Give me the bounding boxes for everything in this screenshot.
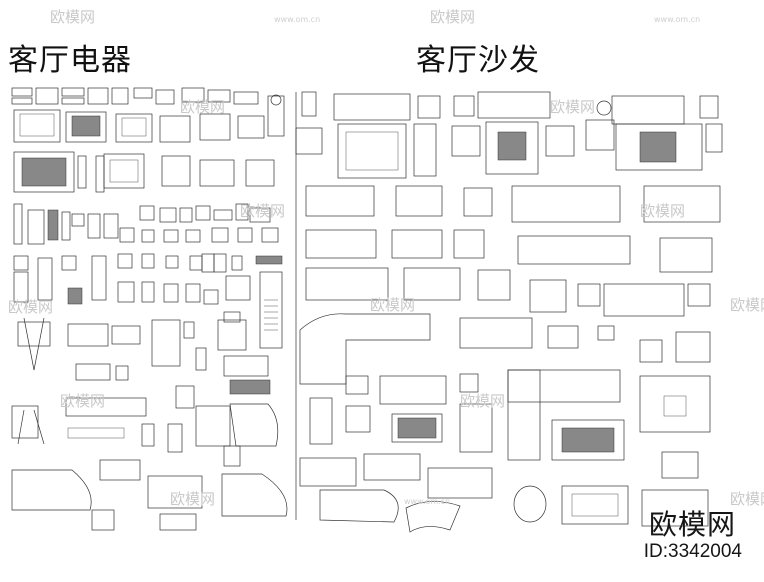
section-title-sofas: 客厅沙发 (416, 43, 540, 78)
sofa-blocks (295, 91, 723, 533)
watermark-logo: 欧模网 (730, 296, 764, 314)
watermark-logo: 欧模网 (370, 296, 416, 314)
appliance-blocks (11, 87, 288, 531)
watermark-logo: 欧模网 (730, 490, 764, 508)
watermark-logo: 欧模网 (60, 392, 106, 410)
model-id: ID:3342004 (643, 541, 742, 562)
watermark-url: www.om.cn (404, 497, 451, 506)
brand-logo-text: 欧模网 (648, 508, 736, 541)
watermark-logo: 欧模网 (640, 202, 686, 220)
watermark-logo: 欧模网 (50, 8, 96, 26)
watermark-logo: 欧模网 (460, 392, 506, 410)
watermark-logo: 欧模网 (240, 202, 286, 220)
watermark-logo: 欧模网 (180, 98, 226, 116)
watermark-logo: 欧模网 (550, 98, 596, 116)
watermark-url: www.om.cn (274, 15, 321, 24)
watermark-logo: 欧模网 (430, 8, 476, 26)
watermark-url: www.om.cn (654, 15, 701, 24)
section-title-appliances: 客厅电器 (8, 43, 132, 78)
watermark-logo: 欧模网 (8, 298, 54, 316)
watermark-logo: 欧模网 (170, 490, 216, 508)
